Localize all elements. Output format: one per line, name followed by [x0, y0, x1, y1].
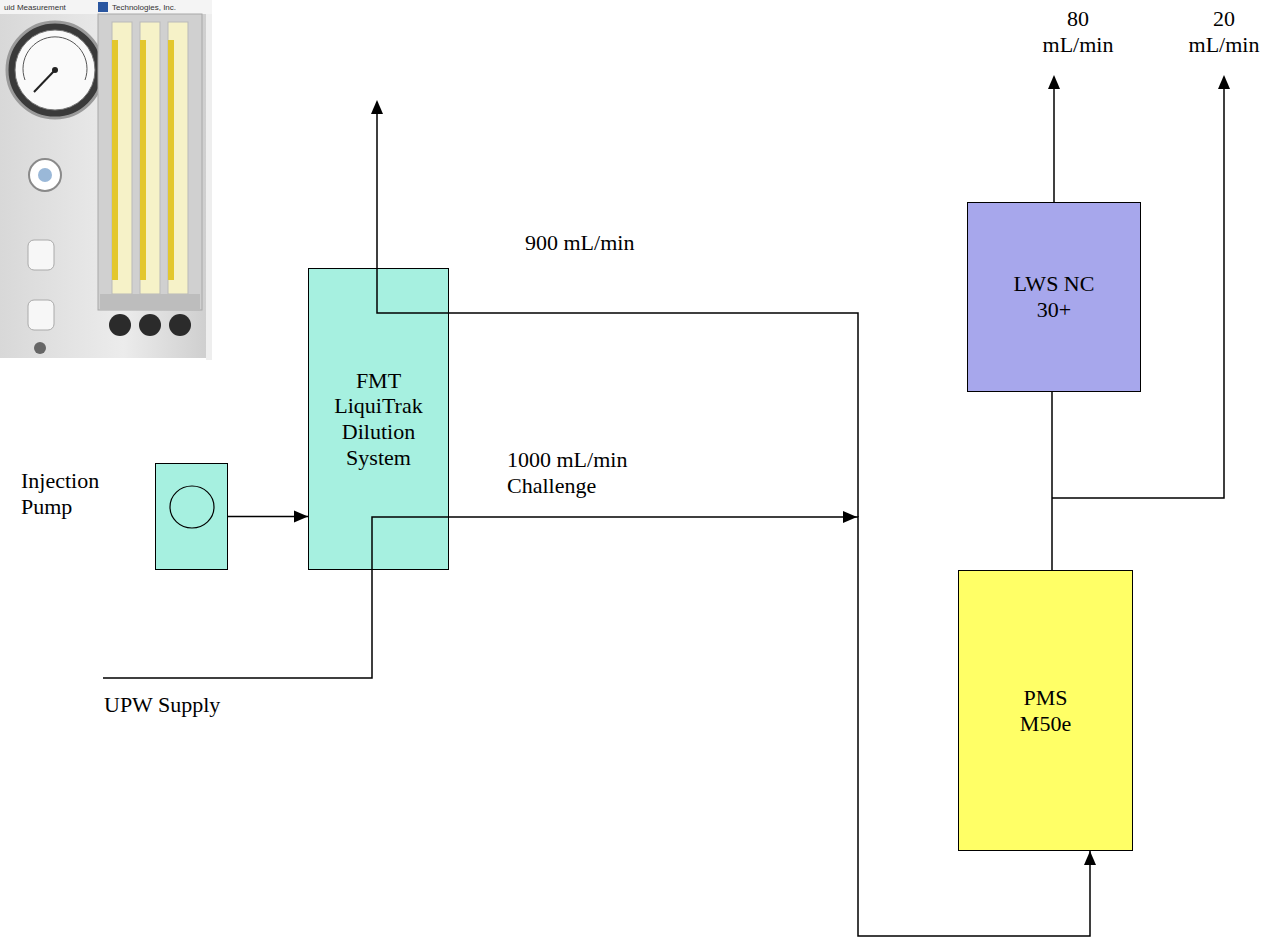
- box-fill: [967, 202, 1141, 392]
- pump-box: Injection Pump: [155, 463, 228, 570]
- box-fill: [958, 570, 1133, 851]
- device-photo: [34, 70, 55, 92]
- device-photo: [0, 0, 212, 360]
- flow-path: [449, 517, 1090, 936]
- device-photo: [15, 30, 95, 110]
- box-fill: [155, 463, 228, 570]
- flow-rate: 80 mL/min: [1038, 6, 1118, 57]
- device-photo: [29, 159, 61, 191]
- device-photo: [28, 300, 54, 330]
- device-photo: [169, 314, 191, 336]
- device-photo: [112, 22, 132, 294]
- box-text: LWS NC 30+: [1011, 271, 1097, 322]
- outlet-line: [1048, 75, 1060, 89]
- label-holder: 1000 mL/min Challenge: [507, 447, 687, 498]
- device-photo: [140, 40, 146, 280]
- monitor-box: PMS M50e: [958, 570, 1133, 851]
- device-photo: [112, 40, 118, 280]
- box-text: PMS M50e: [1006, 685, 1086, 736]
- flow-line: [228, 511, 308, 523]
- device-photo: [0, 0, 212, 14]
- flow-line: [1052, 392, 1053, 570]
- device-photo: [34, 342, 46, 354]
- device-photo: [109, 314, 131, 336]
- device-photo: [168, 40, 174, 280]
- arrow-head: [1084, 851, 1096, 865]
- device-photo: [28, 240, 54, 270]
- device-photo: [98, 14, 202, 310]
- drain-line: [371, 100, 858, 523]
- device-photo: [206, 6, 212, 360]
- label-holder: UPW Supply: [104, 692, 264, 718]
- device-photo: [139, 314, 161, 336]
- device-photo: [98, 2, 108, 12]
- device-photo: [100, 294, 200, 310]
- drain-line: [377, 112, 858, 517]
- device-photo: [168, 22, 188, 294]
- device-photo: [0, 0, 206, 358]
- device-photo: [38, 168, 52, 182]
- photo-text: Technologies, Inc.: [112, 3, 204, 12]
- arrow-head: [294, 511, 308, 523]
- flow-rate: 20 mL/min: [1184, 6, 1264, 57]
- device-photo: [23, 37, 87, 80]
- pump-symbol: [170, 486, 214, 528]
- label-holder: Technologies, Inc.: [112, 3, 204, 12]
- dilution-system-box: FMT LiquiTrak Dilution System: [308, 268, 449, 570]
- outlet-line: [1218, 75, 1230, 89]
- box-text: Injection Pump: [21, 468, 121, 519]
- supply-label: UPW Supply: [104, 692, 264, 718]
- pump-symbol: [170, 486, 214, 528]
- label-holder: 80 mL/min: [1038, 6, 1118, 57]
- flow-path: [1051, 392, 1053, 570]
- label-holder: 20 mL/min: [1184, 6, 1264, 57]
- label-holder: uid Measurement: [4, 3, 94, 12]
- device-photo: [7, 22, 103, 118]
- drain-line: [371, 100, 383, 114]
- edge-label: 1000 mL/min Challenge: [507, 447, 687, 498]
- outlet-line: [1053, 87, 1055, 202]
- box-text: FMT LiquiTrak Dilution System: [329, 368, 429, 470]
- label-holder: 900 mL/min: [525, 230, 695, 256]
- flow-rate: 900 mL/min: [525, 230, 695, 256]
- photo-text: uid Measurement: [4, 3, 94, 12]
- flow-line: [449, 517, 1096, 936]
- counter-box: LWS NC 30+: [967, 202, 1141, 392]
- device-photo: [140, 22, 160, 294]
